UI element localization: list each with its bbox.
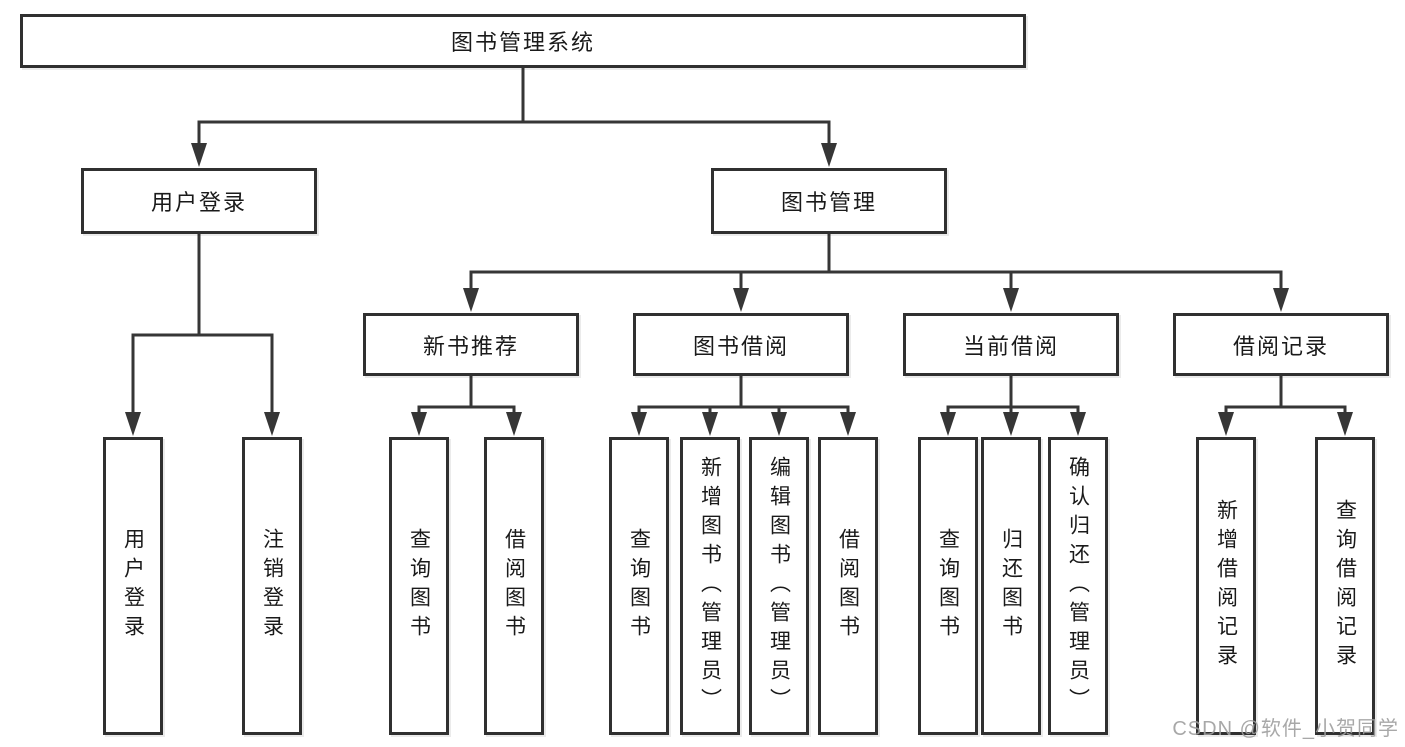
node-user-login-label: 用户登录 <box>150 190 247 215</box>
leaf-current-confirm-return-admin-label: 确认归还（管理员） <box>1066 455 1090 717</box>
leaf-user-login: 用户登录 <box>103 437 163 735</box>
leaf-borrowing-edit-books-admin-label: 编辑图书（管理员） <box>767 455 791 717</box>
connector-records-to-leaves <box>1218 376 1353 436</box>
leaf-borrowing-query-books-label: 查询图书 <box>627 528 651 644</box>
node-new-book-recommend-label: 新书推荐 <box>422 333 519 359</box>
leaf-current-return-books-label: 归还图书 <box>999 528 1023 644</box>
node-book-borrowing: 图书借阅 <box>633 313 849 376</box>
leaf-logout-label: 注销登录 <box>260 528 284 644</box>
leaf-current-query-books-label: 查询图书 <box>936 528 960 644</box>
node-current-borrowing: 当前借阅 <box>903 313 1119 376</box>
leaf-current-confirm-return-admin: 确认归还（管理员） <box>1048 437 1108 735</box>
connector-root-to-level2 <box>191 68 837 167</box>
node-borrow-records: 借阅记录 <box>1173 313 1389 376</box>
node-borrow-records-label: 借阅记录 <box>1232 333 1329 359</box>
leaf-records-query-record-label: 查询借阅记录 <box>1333 499 1357 673</box>
node-user-login: 用户登录 <box>81 168 317 234</box>
leaf-borrowing-borrow-books: 借阅图书 <box>818 437 878 735</box>
node-root-system-label: 图书管理系统 <box>450 30 595 55</box>
connector-current-to-leaves <box>940 376 1086 436</box>
node-book-management-label: 图书管理 <box>780 190 877 215</box>
node-book-borrowing-label: 图书借阅 <box>692 333 789 359</box>
leaf-logout: 注销登录 <box>242 437 302 735</box>
leaf-newbooks-borrow-books: 借阅图书 <box>484 437 544 735</box>
leaf-current-return-books: 归还图书 <box>981 437 1041 735</box>
leaf-records-add-record-label: 新增借阅记录 <box>1214 499 1238 673</box>
node-current-borrowing-label: 当前借阅 <box>962 333 1059 359</box>
leaf-borrowing-borrow-books-label: 借阅图书 <box>836 528 860 644</box>
leaf-borrowing-add-books-admin-label: 新增图书（管理员） <box>698 455 722 717</box>
leaf-user-login-label: 用户登录 <box>121 528 145 644</box>
node-book-management: 图书管理 <box>711 168 947 234</box>
leaf-borrowing-add-books-admin: 新增图书（管理员） <box>680 437 740 735</box>
connector-book-mgmt-to-level3 <box>463 234 1289 312</box>
node-root-system: 图书管理系统 <box>20 14 1026 68</box>
leaf-records-add-record: 新增借阅记录 <box>1196 437 1256 735</box>
leaf-newbooks-borrow-books-label: 借阅图书 <box>502 528 526 644</box>
node-new-book-recommend: 新书推荐 <box>363 313 579 376</box>
connector-user-login-to-leaves <box>125 234 280 436</box>
leaf-current-query-books: 查询图书 <box>918 437 978 735</box>
leaf-newbooks-query-books: 查询图书 <box>389 437 449 735</box>
leaf-borrowing-edit-books-admin: 编辑图书（管理员） <box>749 437 809 735</box>
connector-borrowing-to-leaves <box>631 376 856 436</box>
leaf-newbooks-query-books-label: 查询图书 <box>407 528 431 644</box>
leaf-records-query-record: 查询借阅记录 <box>1315 437 1375 735</box>
csdn-watermark: CSDN @软件_小贺同学 <box>1172 718 1399 740</box>
connector-new-books-to-leaves <box>411 376 522 436</box>
leaf-borrowing-query-books: 查询图书 <box>609 437 669 735</box>
